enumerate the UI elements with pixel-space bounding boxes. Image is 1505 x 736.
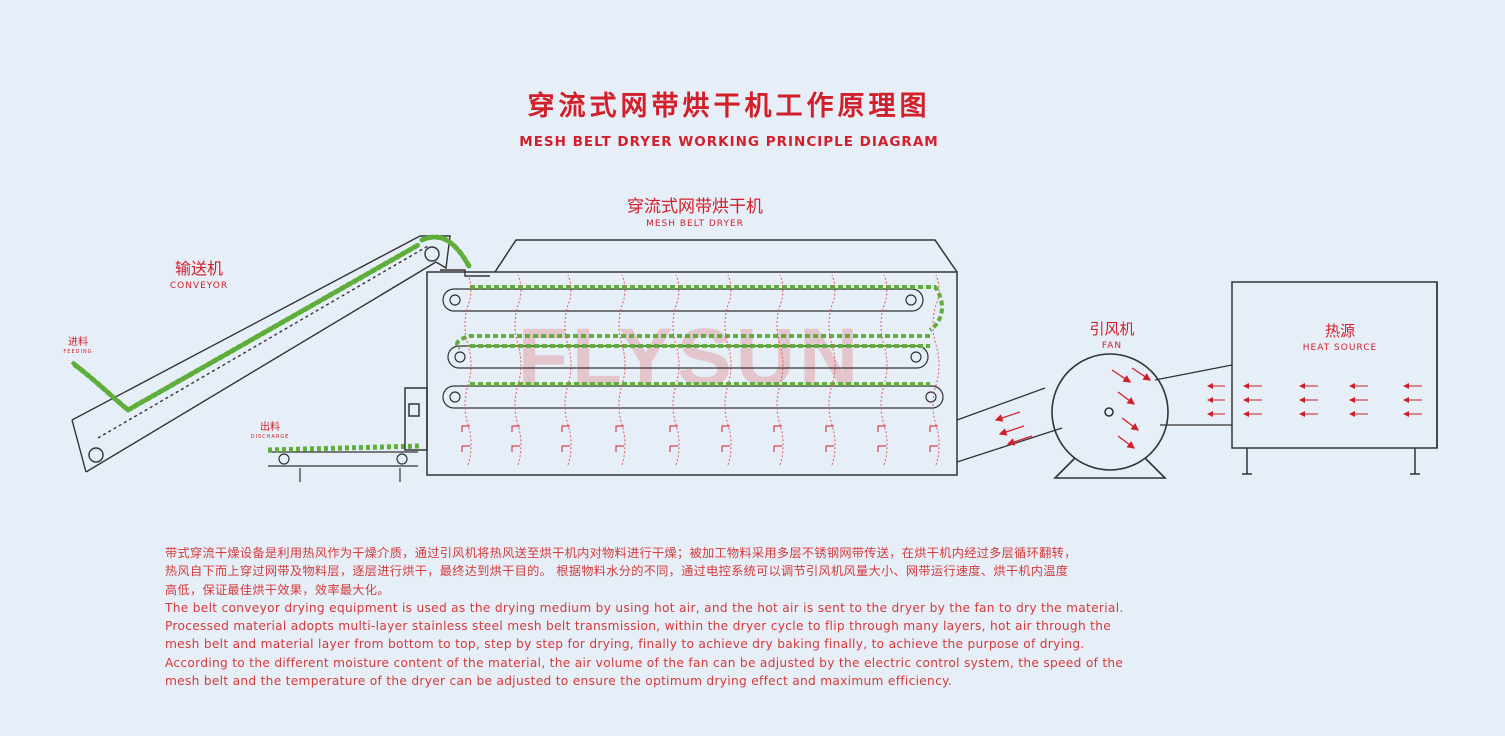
belt-material <box>455 285 944 386</box>
label-conveyor: 输送机 CONVEYOR <box>150 255 248 291</box>
label-discharge-en: DISCHARGE <box>250 434 290 440</box>
label-feed-en: FEEDING <box>63 349 93 355</box>
discharge-conveyor <box>268 451 418 482</box>
label-heat-source: 热源 HEAT SOURCE <box>1290 320 1390 353</box>
dryer-body <box>404 239 958 476</box>
duct-arrows <box>994 411 1033 446</box>
fan-arrows <box>1111 367 1152 449</box>
description-line: 带式穿流干燥设备是利用热风作为干燥介质，通过引风机将热风送至烘干机内对物料进行干… <box>165 546 1077 560</box>
description-line: The belt conveyor drying equipment is us… <box>165 600 1124 615</box>
description-line: 高低，保证最佳烘干效果，效率最大化。 <box>165 582 390 597</box>
label-fan: 引风机 FAN <box>1072 318 1152 351</box>
conveyor-material <box>72 234 473 413</box>
description-line: mesh belt and material layer from bottom… <box>165 637 1085 652</box>
heat-source <box>1231 281 1438 475</box>
description-line: mesh belt and the temperature of the dry… <box>165 674 953 689</box>
dryer-diagram: FLYSUN <box>70 234 1438 482</box>
description-block: 带式穿流干燥设备是利用热风作为干燥介质，通过引风机将热风送至烘干机内对物料进行干… <box>165 544 1385 690</box>
feed-arrow <box>70 360 86 374</box>
description-line: Processed material adopts multi-layer st… <box>165 619 1112 634</box>
label-dryer-cn: 穿流式网带烘干机 <box>627 197 763 217</box>
label-feed-cn: 进料 <box>68 337 88 348</box>
heat-to-fan-duct <box>1154 364 1233 426</box>
label-fan-cn: 引风机 <box>1089 320 1135 338</box>
label-discharge: 出料 DISCHARGE <box>248 418 292 440</box>
label-fan-en: FAN <box>1101 341 1123 351</box>
label-dryer-en: MESH BELT DRYER <box>646 219 744 229</box>
label-heat-source-cn: 热源 <box>1324 322 1355 340</box>
label-discharge-cn: 出料 <box>260 422 280 433</box>
fan-to-dryer-duct <box>956 387 1063 463</box>
label-dryer: 穿流式网带烘干机 MESH BELT DRYER <box>600 192 790 229</box>
discharge-material <box>267 443 421 453</box>
bottom-air-arrows <box>461 425 938 452</box>
conveyor <box>71 235 490 473</box>
description-line: 热风自下而上穿过网带及物料层，逐层进行烘干，最终达到烘干目的。 根据物料水分的不… <box>165 564 1069 579</box>
description-line: According to the different moisture cont… <box>165 655 1124 670</box>
diagram-title-en: MESH BELT DRYER WORKING PRINCIPLE DIAGRA… <box>519 134 939 150</box>
label-feed: 进料 FEEDING <box>56 333 100 355</box>
label-conveyor-cn: 输送机 <box>174 259 223 278</box>
heat-arrows <box>1207 383 1422 417</box>
label-heat-source-en: HEAT SOURCE <box>1302 343 1378 353</box>
watermark-logo: FLYSUN <box>518 312 862 403</box>
fan <box>1051 353 1169 479</box>
hot-air-flow <box>464 274 940 466</box>
label-conveyor-en: CONVEYOR <box>169 281 229 291</box>
diagram-title-cn: 穿流式网带烘干机工作原理图 <box>527 91 931 122</box>
